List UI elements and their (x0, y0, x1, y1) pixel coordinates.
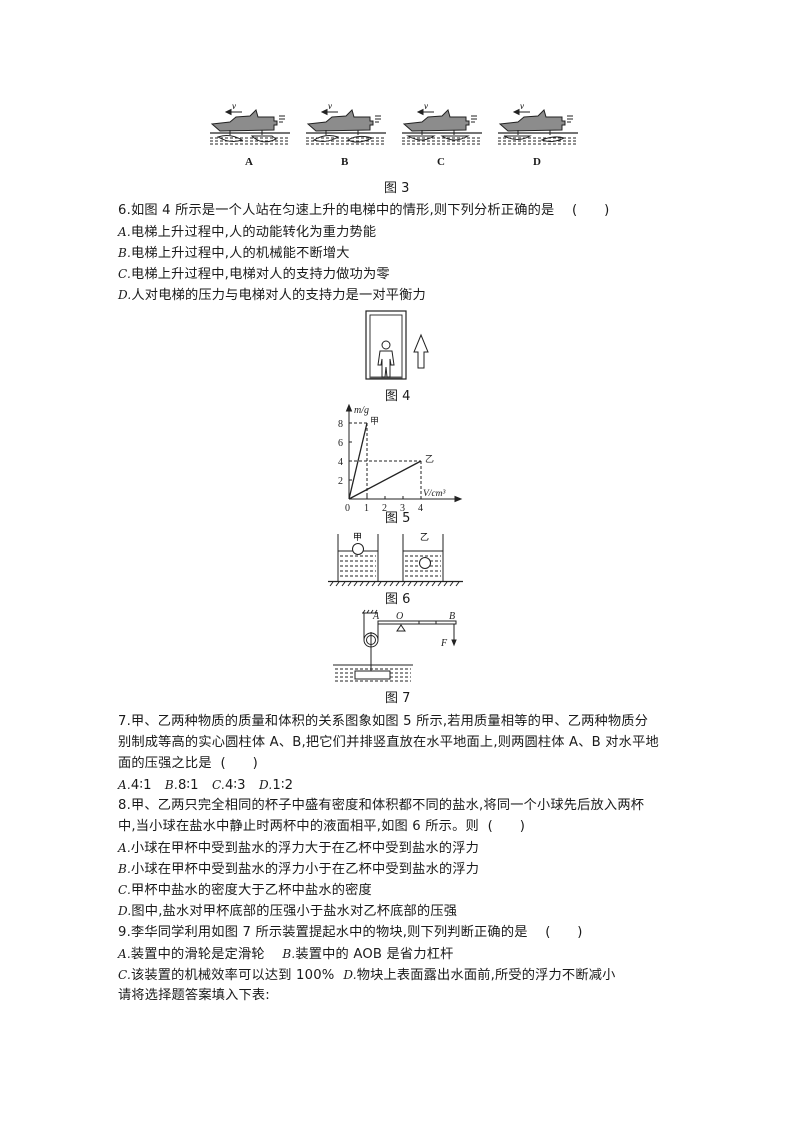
answer-table-instruction: 请将选择题答案填入下表: (118, 988, 270, 1003)
boat-label-c: C (437, 156, 445, 168)
question-8-line-1: 8.甲、乙两只完全相同的杯子中盛有密度和体积都不同的盐水,将同一个小球先后放入两… (118, 798, 645, 813)
boat-b-illustration: v (306, 101, 386, 145)
answer-blank: ( ) (571, 203, 610, 218)
svg-text:2: 2 (338, 476, 343, 487)
block-icon (354, 670, 391, 680)
question-9-option-a: A.装置中的滑轮是定滑轮 (118, 947, 265, 962)
boat-c-illustration: v (402, 101, 482, 145)
question-9-option-d: D.物块上表面露出水面前,所受的浮力不断减小 (343, 968, 616, 983)
boat-d-illustration: v (498, 101, 578, 145)
svg-text:0: 0 (345, 503, 350, 514)
svg-text:甲: 甲 (353, 532, 362, 542)
series-jia-line (348, 422, 368, 500)
figure-4-caption: 图 4 (385, 389, 411, 404)
question-6-stem: 6.如图 4 所示是一个人站在匀速上升的电梯中的情形,则下列分析正确的是 ( ) (118, 203, 610, 218)
svg-text:A: A (372, 611, 380, 622)
svg-text:4: 4 (418, 503, 423, 514)
question-7-option-d: D.1∶2 (258, 778, 294, 793)
svg-text:3: 3 (400, 503, 405, 514)
figure-7-caption: 图 7 (385, 691, 411, 706)
question-7-option-b: B.8∶1 (164, 778, 199, 793)
svg-text:F: F (440, 638, 448, 649)
lever-icon (377, 620, 457, 632)
svg-text:v: v (424, 101, 428, 111)
elevator-icon (365, 310, 407, 380)
svg-text:m/g: m/g (354, 405, 369, 416)
svg-text:O: O (396, 611, 403, 622)
person-icon (377, 340, 395, 378)
question-6-option-b: B.电梯上升过程中,人的机械能不断增大 (118, 246, 350, 261)
question-7-line-2: 别制成等高的实心圆柱体 A、B,把它们并排竖直放在水平地面上,则两圆柱体 A、B… (118, 735, 659, 750)
svg-text:6: 6 (338, 438, 343, 449)
question-8-option-b: B.小球在甲杯中受到盐水的浮力小于在乙杯中受到盐水的浮力 (118, 862, 480, 877)
figure-3-caption: 图 3 (384, 181, 410, 196)
svg-text:1: 1 (364, 503, 369, 514)
svg-text:v: v (232, 101, 236, 111)
answer-blank: ( ) (545, 925, 583, 940)
up-arrow-icon (413, 333, 429, 369)
boat-label-a: A (245, 156, 253, 168)
question-8-line-2: 中,当小球在盐水中静止时两杯中的液面相平,如图 6 所示。则 ( ) (118, 819, 526, 834)
svg-text:v: v (328, 101, 332, 111)
question-7-line-3: 面的压强之比是 ( ) (118, 756, 258, 771)
question-7-options: A.4∶1 B.8∶1 C.4∶3 D.1∶2 (118, 776, 293, 795)
svg-text:v: v (520, 101, 524, 111)
boat-label-d: D (533, 156, 541, 168)
cup-jia-icon (337, 534, 379, 581)
boat-label-b: B (341, 156, 349, 168)
mass-volume-chart: 8 6 4 2 0 1 2 3 4 m/g V/cm³ 甲 乙 (338, 403, 463, 514)
question-9-options-cd: C.该装置的机械效率可以达到 100% D.物块上表面露出水面前,所受的浮力不断… (118, 966, 616, 985)
svg-text:V/cm³: V/cm³ (423, 489, 446, 499)
svg-text:2: 2 (382, 503, 387, 514)
svg-text:甲: 甲 (370, 416, 379, 426)
question-6-option-d: D.人对电梯的压力与电梯对人的支持力是一对平衡力 (118, 288, 426, 303)
svg-text:4: 4 (338, 457, 343, 468)
answer-blank: ( ) (220, 756, 258, 771)
svg-text:B: B (449, 611, 455, 622)
question-9-options-ab: A.装置中的滑轮是定滑轮 B.装置中的 AOB 是省力杠杆 (118, 945, 453, 964)
figure-5-caption: 图 5 (385, 511, 411, 526)
question-7-option-c: C.4∶3 (211, 778, 246, 793)
question-8-option-a: A.小球在甲杯中受到盐水的浮力大于在乙杯中受到盐水的浮力 (118, 841, 479, 856)
figure-6-caption: 图 6 (385, 592, 411, 607)
question-6-option-a: A.电梯上升过程中,人的动能转化为重力势能 (118, 225, 377, 240)
svg-text:乙: 乙 (425, 454, 434, 464)
boat-a-illustration: v (210, 101, 290, 145)
question-9-option-b: B.装置中的 AOB 是省力杠杆 (282, 947, 454, 962)
question-8-option-d: D.图中,盐水对甲杯底部的压强小于盐水对乙杯底部的压强 (118, 904, 458, 919)
question-9-stem: 9.李华同学利用如图 7 所示装置提起水中的物块,则下列判断正确的是 ( ) (118, 925, 583, 940)
answer-blank: ( ) (487, 819, 526, 834)
question-9-option-c: C.该装置的机械效率可以达到 100% (118, 968, 335, 983)
series-yi-line (348, 460, 422, 500)
question-8-option-c: C.甲杯中盐水的密度大于乙杯中盐水的密度 (118, 883, 372, 898)
pulley-icon (363, 632, 379, 648)
cup-yi-icon (402, 534, 444, 581)
svg-text:8: 8 (338, 419, 343, 430)
question-7-line-1: 7.甲、乙两种物质的质量和体积的关系图象如图 5 所示,若用质量相等的甲、乙两种… (118, 714, 649, 729)
question-7-option-a: A.4∶1 (118, 778, 152, 793)
question-6-option-c: C.电梯上升过程中,电梯对人的支持力做功为零 (118, 267, 390, 282)
svg-text:乙: 乙 (420, 532, 429, 542)
